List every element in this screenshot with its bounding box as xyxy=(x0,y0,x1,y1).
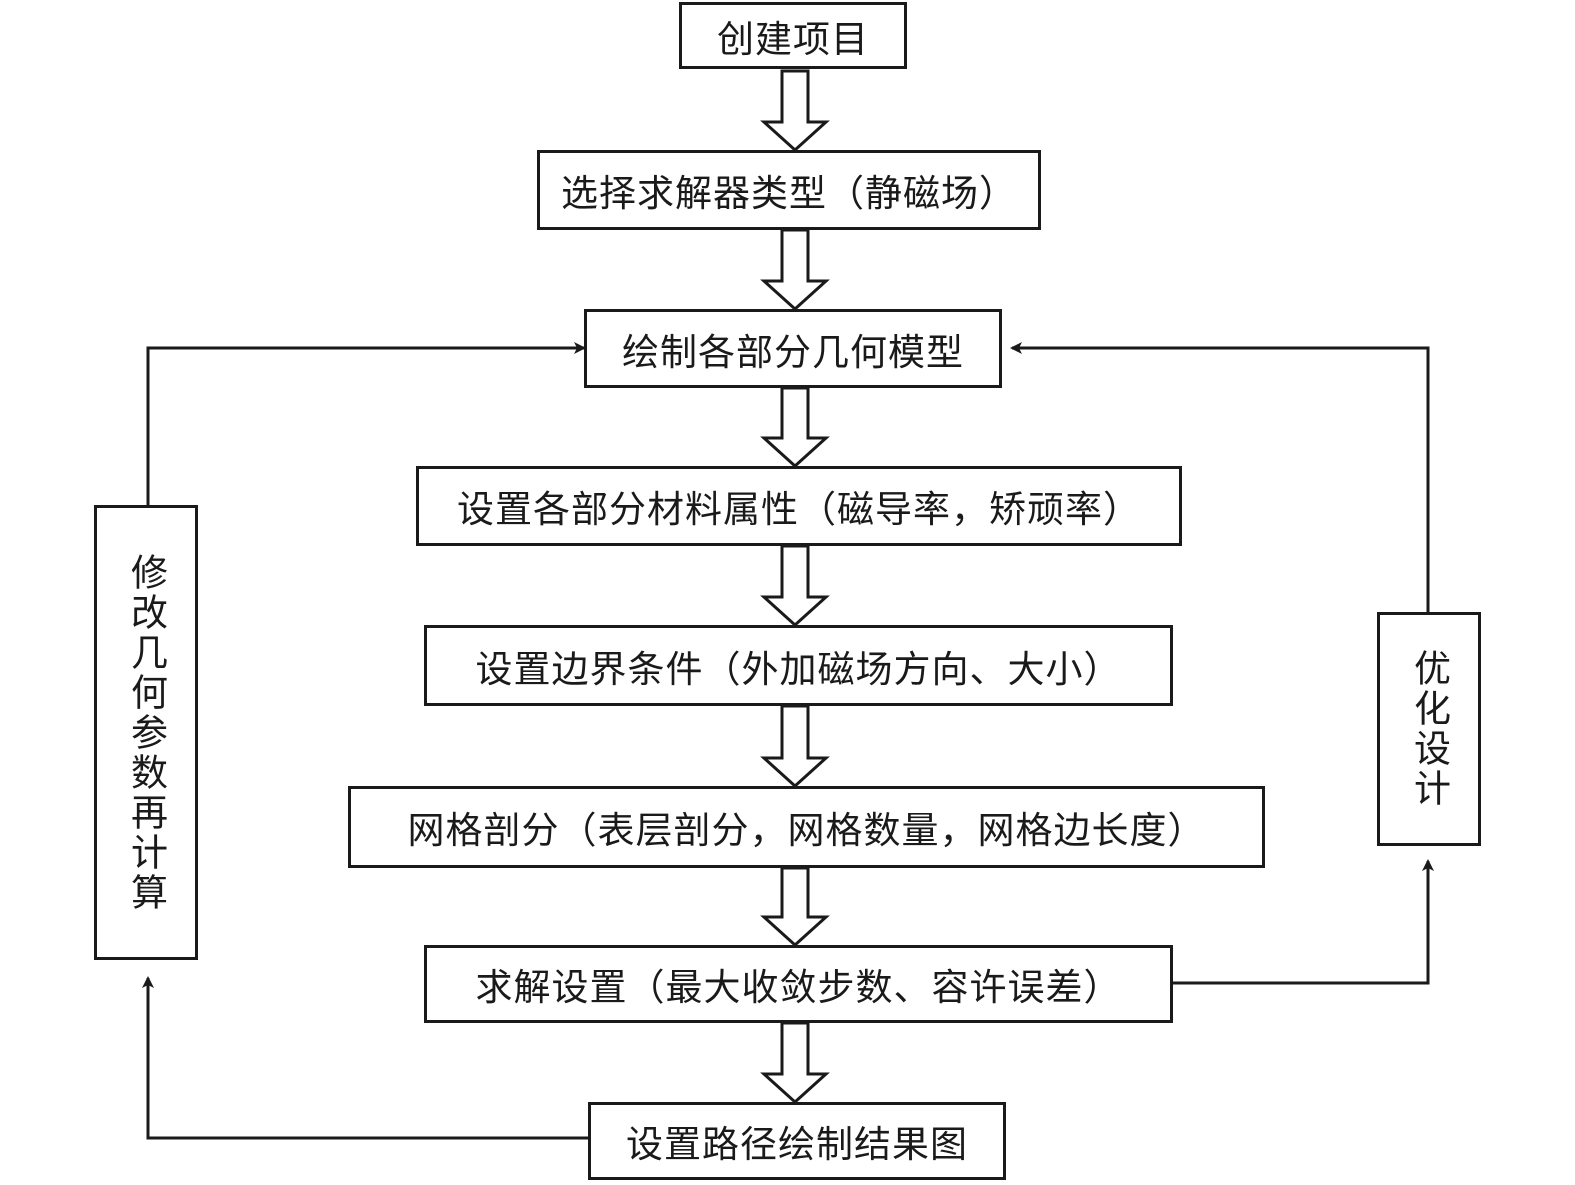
left-loop-top-line xyxy=(146,342,586,505)
flow-arrow-1 xyxy=(760,69,830,153)
flow-arrow-4 xyxy=(760,544,830,628)
left-loop-bottom-line xyxy=(142,976,588,1140)
step-meshing: 网格剖分（表层剖分，网格数量，网格边长度） xyxy=(348,786,1265,868)
step-set-boundary: 设置边界条件（外加磁场方向、大小） xyxy=(424,625,1173,706)
right-loop-bottom-line xyxy=(1172,859,1434,985)
step-draw-geometry: 绘制各部分几何模型 xyxy=(584,309,1002,388)
step-create-project: 创建项目 xyxy=(679,2,907,69)
feedback-optimize-design: 优化设计 xyxy=(1377,612,1481,846)
flow-arrow-5 xyxy=(760,704,830,789)
flow-arrow-7 xyxy=(760,1021,830,1105)
flow-arrow-2 xyxy=(760,228,830,312)
flow-arrow-6 xyxy=(760,866,830,948)
step-plot-results: 设置路径绘制结果图 xyxy=(588,1102,1006,1180)
feedback-modify-geometry: 修改几何参数再计算 xyxy=(94,505,198,960)
step-solve-setup: 求解设置（最大收敛步数、容许误差） xyxy=(424,945,1173,1023)
step-set-materials: 设置各部分材料属性（磁导率，矫顽率） xyxy=(416,466,1182,546)
flow-arrow-3 xyxy=(760,386,830,469)
step-select-solver: 选择求解器类型（静磁场） xyxy=(537,150,1041,230)
right-loop-top-line xyxy=(1010,342,1430,612)
